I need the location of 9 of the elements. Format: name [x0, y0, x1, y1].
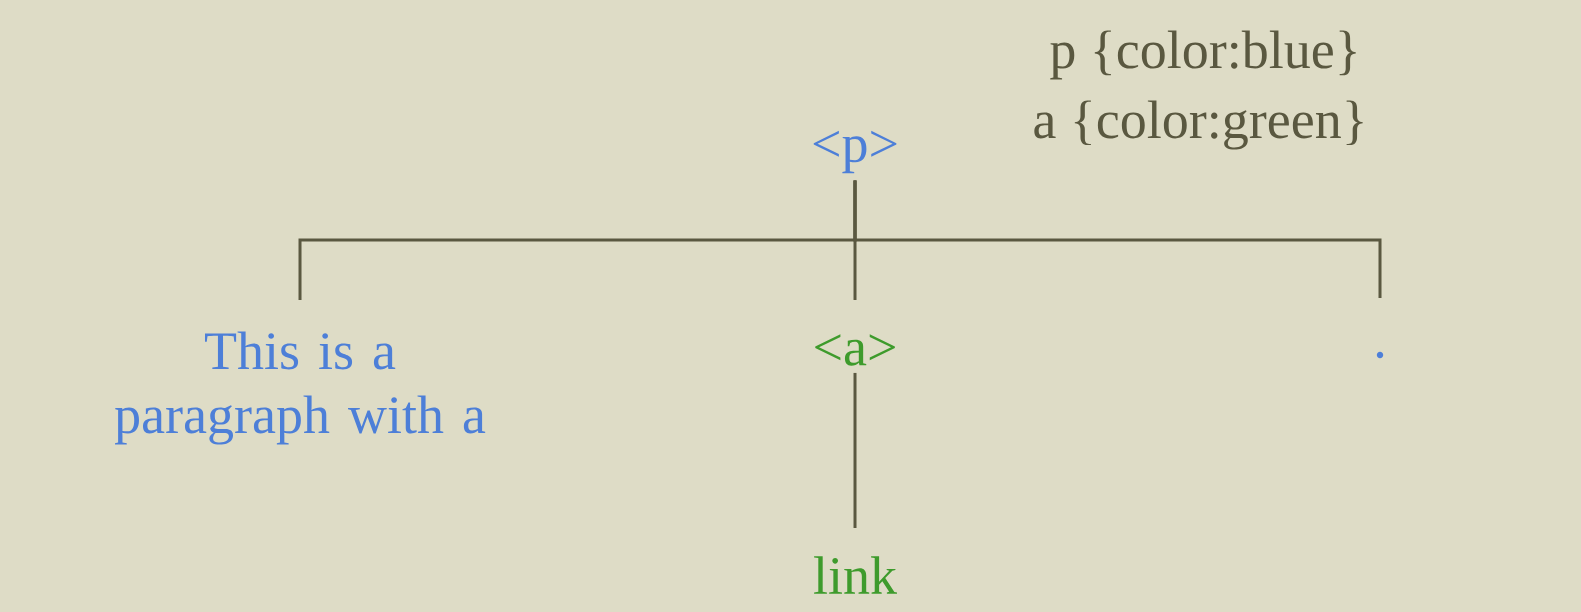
tag-text: link: [814, 556, 898, 594]
tag-text: <p>: [813, 130, 897, 174]
tree-line: [853, 180, 1382, 298]
css-rule: p {color:blue}: [1050, 30, 1356, 80]
css-rule: a {color:green}: [1034, 100, 1363, 150]
tag-text: <a>: [815, 334, 895, 366]
tree-line: [853, 372, 857, 528]
paragraph-text: This is a paragraph with a: [114, 331, 486, 445]
paragraph-text: .: [1376, 351, 1384, 359]
